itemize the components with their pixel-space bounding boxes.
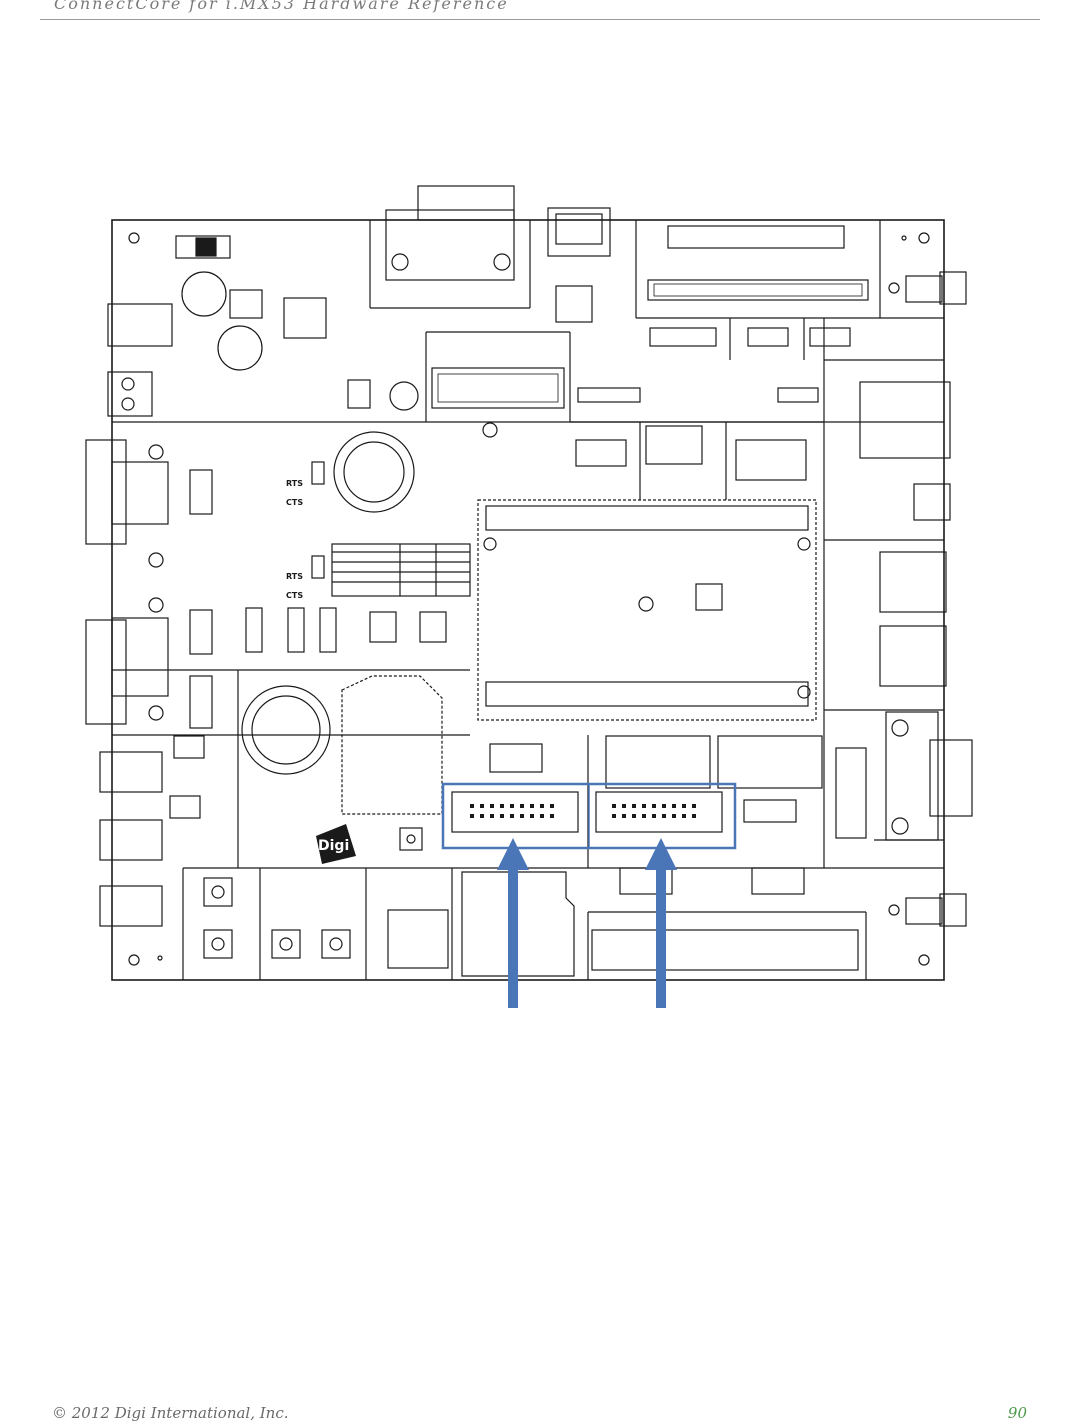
cts-label-2: CTS xyxy=(286,591,303,600)
footer-copyright: © 2012 Digi International, Inc. xyxy=(52,1404,289,1422)
arrow-right-shaft xyxy=(656,866,666,1008)
rts-label-1: RTS xyxy=(286,479,303,488)
footer-page-number: 90 xyxy=(1008,1404,1027,1422)
digi-logo: Digi xyxy=(316,824,356,864)
cts-label-1: CTS xyxy=(286,498,303,507)
pointer-arrows xyxy=(497,838,677,1008)
rts-label-2: RTS xyxy=(286,572,303,581)
arrow-left-shaft xyxy=(508,866,518,1008)
arrow-right-head xyxy=(645,838,677,870)
arrow-left-head xyxy=(497,838,529,870)
board-outline xyxy=(112,220,944,980)
digi-logo-text: Digi xyxy=(318,838,349,854)
